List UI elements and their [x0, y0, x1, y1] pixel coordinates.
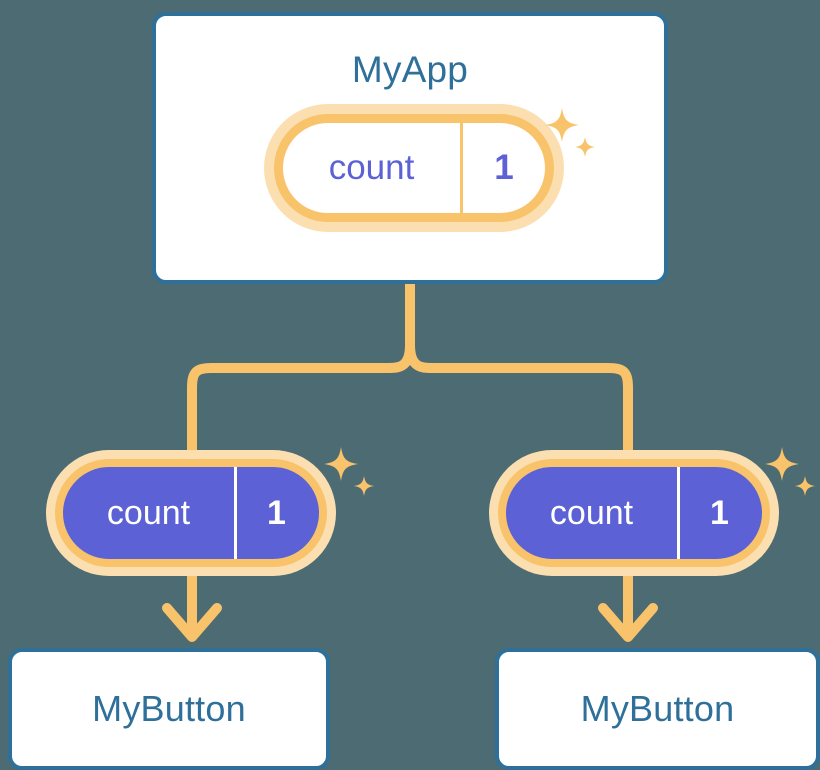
state-value-label: 1 [494, 148, 514, 187]
component-box-mybutton-left[interactable]: MyButton [8, 648, 330, 770]
state-pill-body: count 1 [274, 114, 554, 222]
component-title-mybutton: MyButton [580, 688, 735, 729]
state-pill-root[interactable]: count 1 [264, 104, 564, 232]
state-pill-body: count 1 [55, 459, 327, 567]
component-title-mybutton: MyButton [92, 688, 246, 729]
state-pill-branch-left[interactable]: count 1 [46, 450, 336, 576]
component-box-mybutton-right[interactable]: MyButton [495, 648, 820, 770]
state-pill-branch-right[interactable]: count 1 [489, 450, 779, 576]
state-key-label: count [506, 467, 680, 559]
state-key-label: count [63, 467, 237, 559]
state-key-label: count [283, 123, 463, 213]
state-value-label: 1 [710, 493, 729, 532]
component-title-myapp: MyApp [351, 49, 469, 90]
arrow-head-left [162, 603, 222, 642]
arrow-head-right [598, 603, 658, 642]
state-value-label: 1 [267, 493, 286, 532]
state-pill-body: count 1 [498, 459, 770, 567]
